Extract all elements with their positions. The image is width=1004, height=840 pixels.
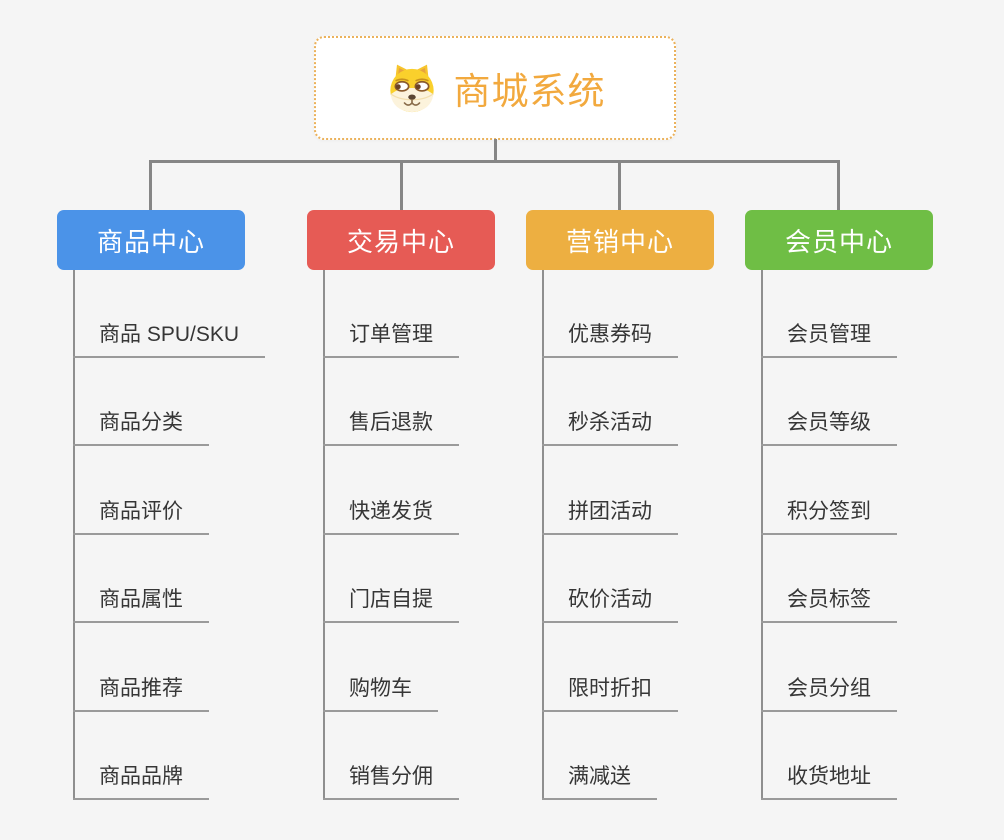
- connector-drop-3: [618, 160, 621, 210]
- leaf-node[interactable]: 积分签到: [761, 496, 897, 535]
- branch-member-center: 会员中心 会员管理 会员等级 积分签到 会员标签 会员分组 收货地址: [745, 210, 1004, 810]
- leaf-node[interactable]: 商品属性: [73, 584, 209, 623]
- leaf-node[interactable]: 满减送: [542, 761, 657, 800]
- branch-header-member-center[interactable]: 会员中心: [745, 210, 933, 270]
- leaf-node[interactable]: 收货地址: [761, 761, 897, 800]
- leaf-node[interactable]: 会员管理: [761, 319, 897, 358]
- leaf-node[interactable]: 商品评价: [73, 496, 209, 535]
- branch-header-product-center[interactable]: 商品中心: [57, 210, 245, 270]
- leaf-node[interactable]: 门店自提: [323, 584, 459, 623]
- leaf-node[interactable]: 销售分佣: [323, 761, 459, 800]
- leaf-node[interactable]: 限时折扣: [542, 673, 678, 712]
- leaf-node[interactable]: 秒杀活动: [542, 407, 678, 446]
- branch-trunk-line: [323, 270, 325, 800]
- leaf-node[interactable]: 优惠券码: [542, 319, 678, 358]
- branch-header-trade-center[interactable]: 交易中心: [307, 210, 495, 270]
- connector-drop-2: [400, 160, 403, 210]
- branch-trunk-line: [73, 270, 75, 800]
- leaf-node[interactable]: 会员标签: [761, 584, 897, 623]
- connector-horizontal: [149, 160, 840, 163]
- leaf-node[interactable]: 会员等级: [761, 407, 897, 446]
- branch-trunk-line: [542, 270, 544, 800]
- doge-icon: [389, 64, 434, 113]
- leaf-node[interactable]: 砍价活动: [542, 584, 678, 623]
- leaf-node[interactable]: 商品品牌: [73, 761, 209, 800]
- leaf-node[interactable]: 订单管理: [323, 319, 459, 358]
- leaf-node[interactable]: 会员分组: [761, 673, 897, 712]
- leaf-node[interactable]: 商品推荐: [73, 673, 209, 712]
- branch-trade-center: 交易中心 订单管理 售后退款 快递发货 门店自提 购物车 销售分佣: [307, 210, 567, 810]
- root-title: 商城系统: [453, 71, 606, 112]
- connector-drop-4: [837, 160, 840, 210]
- connector-drop-1: [149, 160, 152, 210]
- leaf-node[interactable]: 售后退款: [323, 407, 459, 446]
- leaf-node[interactable]: 商品 SPU/SKU: [73, 319, 266, 358]
- connector-root-drop: [494, 139, 497, 163]
- branch-header-marketing-center[interactable]: 营销中心: [526, 210, 714, 270]
- branch-product-center: 商品中心 商品 SPU/SKU 商品分类 商品评价 商品属性 商品推荐 商品品牌: [57, 210, 317, 810]
- leaf-node[interactable]: 拼团活动: [542, 496, 678, 535]
- leaf-node[interactable]: 商品分类: [73, 407, 209, 446]
- branch-trunk-line: [761, 270, 763, 800]
- root-node[interactable]: 商城系统: [314, 36, 676, 140]
- branch-marketing-center: 营销中心 优惠券码 秒杀活动 拼团活动 砍价活动 限时折扣 满减送: [526, 210, 786, 810]
- leaf-node[interactable]: 快递发货: [323, 496, 459, 535]
- leaf-node[interactable]: 购物车: [323, 673, 438, 712]
